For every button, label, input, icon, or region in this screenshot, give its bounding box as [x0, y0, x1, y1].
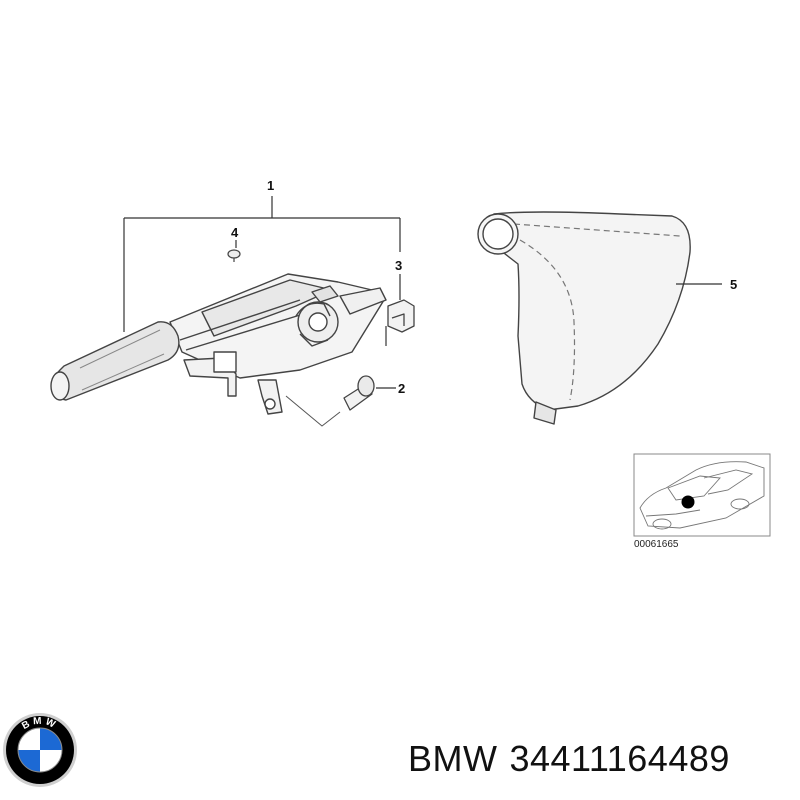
- callout-4: 4: [231, 225, 239, 240]
- screw-part: [227, 249, 241, 262]
- leader-lever-foot: [285, 395, 341, 427]
- caption-brand: BMW: [408, 738, 498, 779]
- handbrake-boot: [477, 211, 691, 425]
- caption-part-number: 34411164489: [509, 738, 730, 779]
- bolt-part: [343, 375, 375, 411]
- part-caption: BMW 34411164489: [408, 738, 742, 780]
- location-inset: [633, 453, 771, 537]
- callout-2: 2: [398, 381, 405, 396]
- clip-part: [385, 299, 415, 346]
- inset-ref-number: 00061665: [634, 539, 679, 550]
- logo-lettering: BMW: [20, 716, 56, 732]
- callout-1-bracket: [123, 196, 401, 332]
- location-dot: [681, 495, 695, 509]
- callout-5: 5: [730, 277, 737, 292]
- svg-text:BMW: BMW: [20, 716, 59, 732]
- brand-logo: BMW: [3, 713, 77, 787]
- handbrake-lever: [50, 273, 387, 415]
- callout-1: 1: [267, 178, 274, 193]
- callout-3: 3: [395, 258, 402, 273]
- car-outline: [639, 461, 765, 530]
